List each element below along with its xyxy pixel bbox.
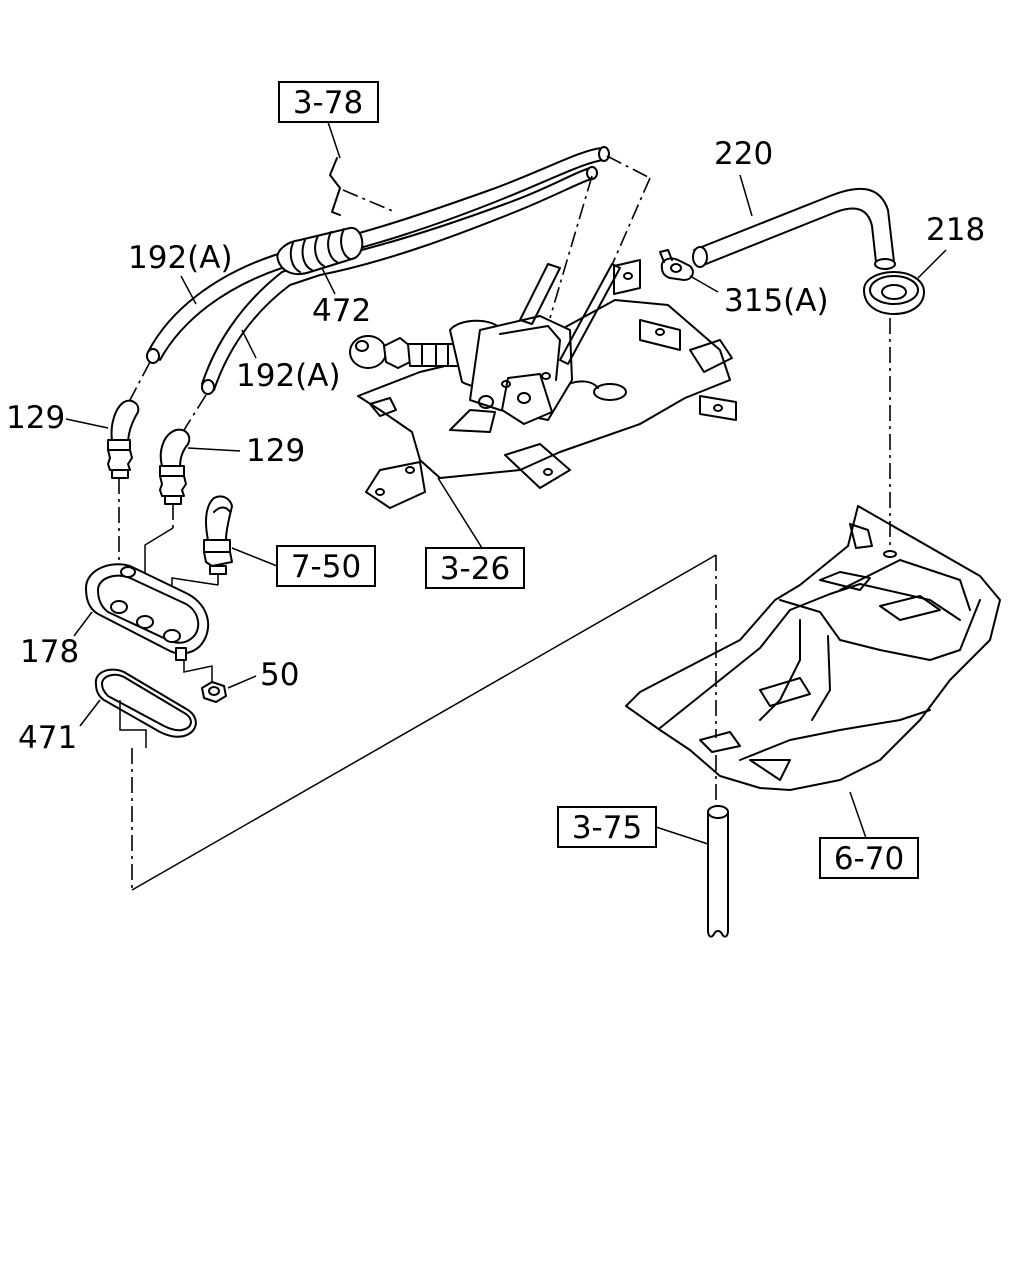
label-178: 178 (20, 634, 79, 670)
hose-end-1 (146, 348, 160, 364)
hose-end-4 (586, 166, 598, 180)
label-129-right: 129 (246, 433, 305, 469)
ref-box-3-78[interactable]: 3-78 (278, 81, 379, 123)
hose-192a-lower (201, 167, 595, 391)
leader-7-50 (231, 547, 278, 567)
hose-end-2 (201, 379, 215, 395)
ref-box-3-75[interactable]: 3-75 (557, 806, 657, 848)
gasket-471 (94, 668, 197, 738)
ref-box-3-26-text: 3-26 (440, 551, 510, 587)
label-129-left: 129 (6, 400, 65, 436)
ref-box-6-70-text: 6-70 (834, 841, 904, 877)
grommet-218 (863, 271, 925, 315)
leader-192a-top (180, 275, 197, 305)
ref-box-6-70[interactable]: 6-70 (819, 837, 919, 879)
label-471: 471 (18, 720, 77, 756)
center-line-d (129, 361, 151, 401)
break-symbol (329, 157, 341, 216)
hose-end-3 (598, 146, 610, 162)
hose-192a-upper (147, 147, 605, 361)
ref-box-3-26[interactable]: 3-26 (425, 547, 525, 589)
center-line-b (611, 177, 651, 266)
leader-129-left (65, 418, 109, 429)
label-315a: 315(A) (724, 283, 829, 319)
leader-3-26 (437, 477, 483, 549)
leader-3-78 (327, 121, 341, 159)
center-line-c (549, 175, 593, 319)
path-line-5 (131, 554, 717, 891)
label-218: 218 (926, 212, 985, 248)
ref-box-3-78-text: 3-78 (293, 85, 363, 121)
leader-471 (79, 699, 101, 727)
leader-315a (689, 275, 719, 293)
elbow-129-left (107, 399, 140, 479)
ref-box-7-50[interactable]: 7-50 (276, 545, 376, 587)
label-220: 220 (714, 136, 773, 172)
protector-472 (276, 226, 364, 276)
label-192a-top: 192(A) (128, 240, 233, 276)
nut-50 (201, 681, 227, 703)
leader-178 (73, 611, 93, 637)
leader-218 (917, 249, 947, 279)
clip-315a (659, 249, 694, 281)
plate-178 (85, 563, 209, 661)
leader-472 (321, 267, 336, 295)
path-line-3 (183, 660, 213, 682)
elbow-129-right (159, 428, 191, 505)
ref-box-7-50-text: 7-50 (291, 549, 361, 585)
leader-220 (739, 174, 753, 217)
leader-6-70 (849, 791, 867, 839)
leader-192a-bottom (241, 329, 257, 359)
leader-3-75 (655, 826, 709, 845)
center-line-a (606, 155, 651, 179)
center-line-e (183, 394, 207, 431)
center-line-3-78 (342, 189, 396, 213)
hose-220 (692, 187, 896, 270)
label-192a-bottom: 192(A) (236, 358, 341, 394)
connector-7-50 (203, 495, 233, 575)
label-472: 472 (312, 293, 371, 329)
leader-50 (227, 675, 257, 689)
label-50: 50 (260, 657, 299, 693)
leader-129-right (187, 447, 241, 452)
floor-panel-6-70 (625, 505, 1001, 791)
valve-assembly (349, 263, 621, 425)
hose-3-75 (707, 805, 729, 938)
path-line-4 (119, 700, 147, 748)
ref-box-3-75-text: 3-75 (572, 810, 642, 846)
